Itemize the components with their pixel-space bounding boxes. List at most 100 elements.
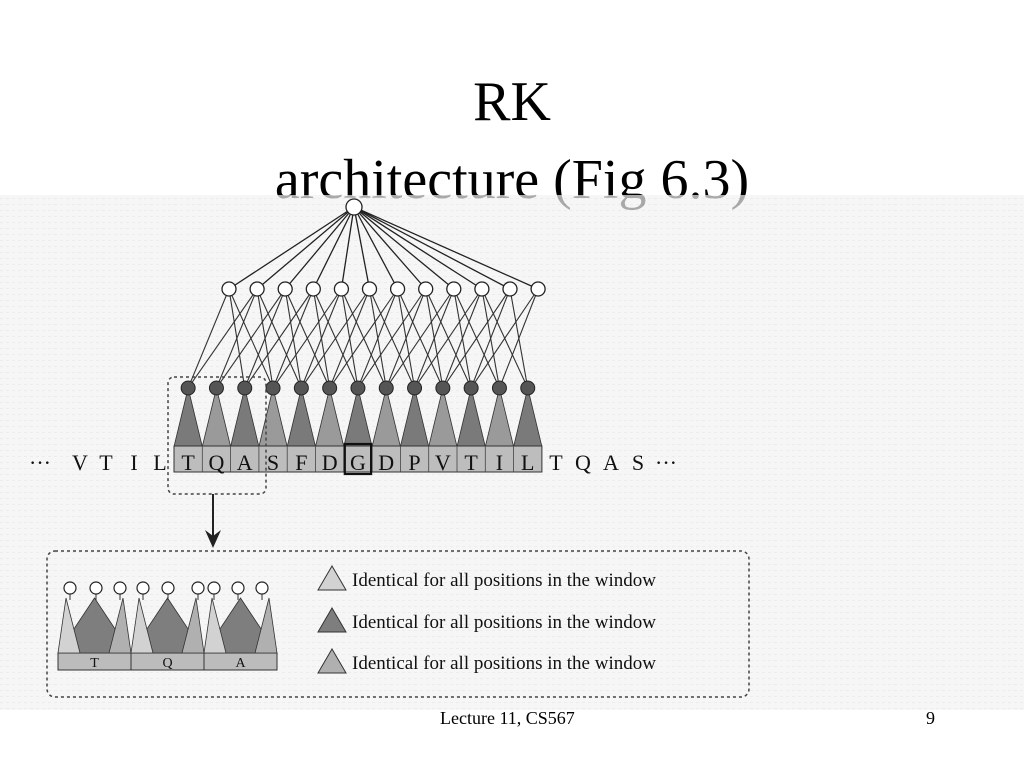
top-hidden-edge (256, 206, 355, 290)
window-residue: D (378, 450, 394, 475)
legend-triangle-icon (317, 648, 347, 674)
hidden-input-edge (470, 288, 539, 389)
window-residue: G (350, 450, 366, 475)
top-hidden-edge (353, 206, 455, 290)
detail-hidden-node (231, 581, 245, 595)
hidden-unit-node (221, 281, 237, 297)
input-unit-node (208, 380, 224, 396)
window-residue: P (408, 450, 420, 475)
flank-residue: Q (575, 450, 591, 475)
legend: Identical for all positions in the windo… (317, 565, 656, 674)
input-unit-node (350, 380, 366, 396)
detail-residue: A (235, 656, 246, 671)
top-hidden-edge (312, 206, 355, 290)
window-residue: I (496, 450, 503, 475)
input-unit-node (237, 380, 253, 396)
hidden-input-edge (187, 288, 258, 389)
hidden-unit-node (474, 281, 490, 297)
flank-residue: T (99, 450, 113, 475)
input-unit-node (435, 380, 451, 396)
center-residue-highlight (343, 442, 373, 476)
input-unit-node (322, 380, 338, 396)
detail-triangle-mid (181, 597, 205, 654)
top-hidden-edge (353, 206, 511, 290)
window-residue: F (295, 450, 307, 475)
detail-dashed-box (46, 550, 750, 698)
detail-hidden-node (89, 581, 103, 595)
hidden-input-edge (244, 288, 314, 389)
detail-residue: T (90, 656, 99, 671)
flank-residue: T (549, 450, 563, 475)
detail-triangle-light (130, 597, 154, 654)
hidden-unit-node (446, 281, 462, 297)
hidden-unit-node (418, 281, 434, 297)
page-number: 9 (926, 708, 935, 728)
footer-label: Lecture 11, CS567 (440, 708, 575, 728)
window-residue: S (267, 450, 279, 475)
window-residue: A (237, 450, 253, 475)
hidden-unit-node (502, 281, 518, 297)
network-edges (187, 206, 539, 389)
detail-residue: Q (162, 656, 172, 671)
hidden-input-edge (357, 288, 427, 389)
hidden-input-edge (329, 288, 371, 389)
flank-residue: L (153, 450, 166, 475)
detail-triangle-light (203, 597, 227, 654)
down-arrow-icon (205, 494, 221, 548)
hidden-input-edge (385, 288, 455, 389)
input-triangles (173, 387, 543, 447)
detail-hidden-node (255, 581, 269, 595)
hidden-unit-node (389, 281, 406, 297)
hidden-unit-node (277, 281, 293, 297)
hidden-unit-node (305, 281, 321, 297)
detail-hidden-node (113, 581, 127, 595)
hidden-unit-node (249, 281, 265, 297)
legend-triangle-icon (317, 565, 347, 591)
hidden-input-edge (498, 288, 539, 389)
hidden-input-edge (329, 288, 399, 389)
detail-triangle-light (57, 597, 81, 654)
top-hidden-edge (353, 206, 399, 290)
top-hidden-edge (353, 206, 427, 290)
window-residue: Q (209, 450, 225, 475)
hidden-unit-node (361, 281, 378, 297)
flank-residue: ··· (655, 450, 677, 475)
hidden-input-edge (357, 288, 399, 389)
input-unit-node (463, 380, 479, 396)
flank-residue: ··· (29, 450, 51, 475)
detail-hidden-node (161, 581, 175, 595)
hidden-unit-node (333, 281, 350, 297)
legend-triangle-icon (317, 607, 347, 633)
input-unit-node (491, 380, 507, 396)
window-residue: V (435, 450, 451, 475)
detail-hidden-node (191, 581, 205, 595)
flank-residue: S (632, 450, 644, 475)
detail-hidden-node (63, 581, 77, 595)
flank-residue: A (603, 450, 619, 475)
hidden-input-edge (244, 288, 286, 389)
legend-label: Identical for all positions in the windo… (352, 653, 656, 674)
top-hidden-edge (353, 206, 539, 290)
window-residue: D (322, 450, 338, 475)
hidden-input-edge (414, 288, 455, 389)
detail-triangle-mid (254, 597, 278, 654)
window-residue: T (181, 450, 195, 475)
hidden-input-edge (442, 288, 483, 389)
legend-label: Identical for all positions in the windo… (352, 570, 656, 591)
hidden-input-edge (272, 288, 314, 389)
top-hidden-edge (353, 206, 483, 290)
hidden-input-edge (187, 288, 230, 389)
hidden-input-edge (300, 288, 370, 389)
input-unit-node (265, 380, 281, 396)
output-unit-node (345, 198, 363, 216)
legend-label: Identical for all positions in the windo… (352, 612, 656, 633)
top-hidden-edge (340, 206, 355, 290)
hidden-unit-node (530, 281, 546, 297)
window-residue: L (521, 450, 534, 475)
hidden-input-edge (414, 288, 483, 389)
detail-hidden-node (207, 581, 221, 595)
hidden-input-edge (215, 288, 286, 389)
